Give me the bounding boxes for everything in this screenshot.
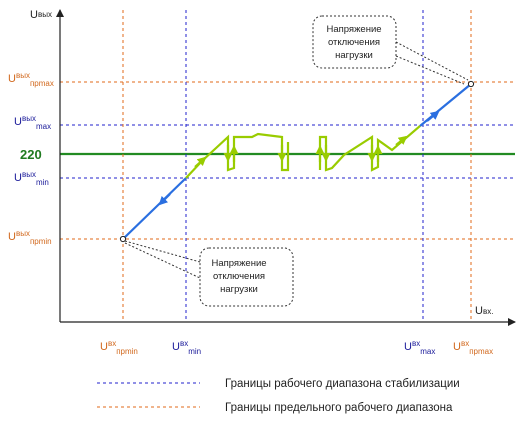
regulation-arrow-1 — [194, 156, 207, 168]
note-leader-bottom-1 — [124, 240, 201, 263]
label-u-out-max: Uвыхmax — [14, 114, 51, 131]
note-top-line-1: Напряжение — [326, 24, 381, 35]
note-leader-top-1 — [395, 41, 469, 81]
note-top-line-2: отключения — [328, 37, 380, 48]
unregulated-arrow-high — [426, 110, 440, 122]
label-u-in-max: Uвхmax — [404, 339, 435, 356]
note-bottom-line-3: нагрузки — [220, 284, 258, 295]
legend-working-text: Границы рабочего диапазона стабилизации — [225, 378, 460, 390]
label-u-in-min: Uвхmin — [172, 339, 201, 356]
regulation-segment-1 — [185, 132, 290, 179]
label-u-out-prmin: Uвыхпрmin — [8, 229, 52, 246]
cutoff-point-low — [119, 235, 127, 243]
legend-limit-text: Границы предельного рабочего диапазона — [225, 402, 453, 414]
label-u-in-prmin: Uвхпрmin — [100, 339, 138, 356]
note-leader-bottom-2 — [124, 242, 201, 279]
note-bottom-line-1: Напряжение — [211, 258, 266, 269]
note-box-bottom — [199, 247, 294, 307]
x-axis-label: Uвх. — [475, 305, 493, 317]
regulation-arrow-9 — [395, 135, 408, 146]
note-leader-top-2 — [395, 55, 465, 85]
unregulated-segment-low — [122, 177, 187, 240]
y-axis-label: Uвых — [30, 9, 52, 21]
regulation-segment-2 — [318, 125, 421, 172]
label-220: 220 — [20, 147, 42, 162]
unregulated-arrow-low — [158, 193, 171, 206]
regulation-curve — [185, 125, 421, 179]
label-u-out-prmax: Uвыхпрmax — [8, 71, 54, 88]
note-top-line-3: нагрузки — [335, 50, 373, 61]
label-u-out-min: Uвыхmin — [14, 170, 49, 187]
cutoff-point-high — [467, 80, 475, 88]
note-bottom-line-2: отключения — [213, 271, 265, 282]
label-u-in-prmax: Uвхпрmax — [453, 339, 493, 356]
